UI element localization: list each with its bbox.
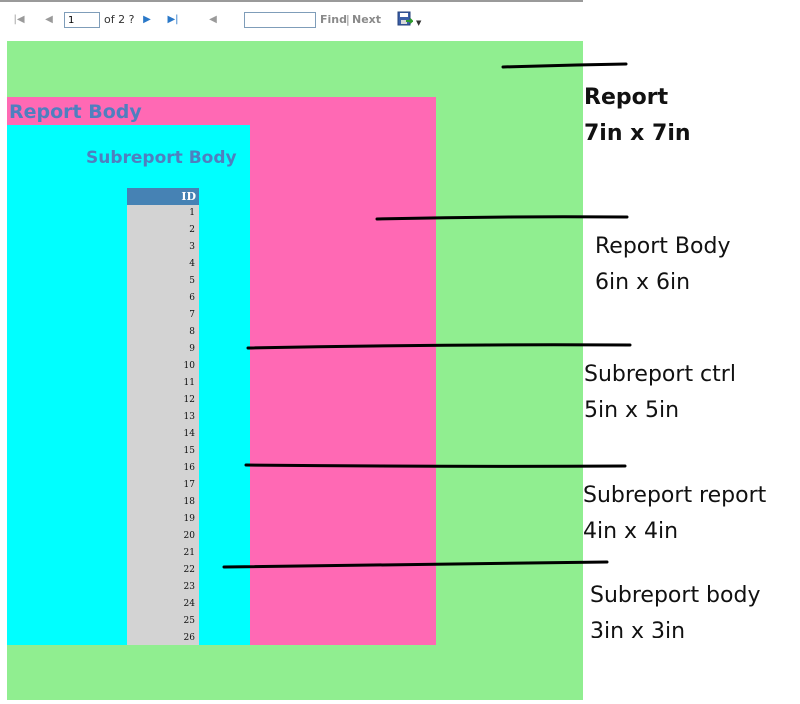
page-count-label: of 2 ? bbox=[104, 13, 135, 26]
table-row: 21 bbox=[183, 548, 195, 558]
table-row: 5 bbox=[189, 276, 195, 286]
last-page-icon[interactable]: ▶| bbox=[167, 14, 179, 25]
annotation-subreport-ctrl-size: 5in x 5in bbox=[584, 398, 680, 423]
table-row: 18 bbox=[183, 497, 195, 507]
annotation-subreport-body-size: 3in x 3in bbox=[590, 619, 686, 638]
table-row: 2 bbox=[189, 225, 195, 235]
annotation-subreport-body-title: Subreport body bbox=[590, 583, 761, 608]
table-row: 25 bbox=[183, 616, 195, 626]
annotation-subreport-ctrl-title: Subreport ctrl bbox=[584, 362, 736, 387]
annotation-subreport-report-title: Subreport report bbox=[583, 483, 767, 508]
table-row: 3 bbox=[189, 242, 195, 252]
table-row: 19 bbox=[183, 514, 195, 524]
table-row: 22 bbox=[183, 565, 195, 575]
table-row: 23 bbox=[183, 582, 195, 592]
table-row: 6 bbox=[189, 293, 195, 303]
table-row: 26 bbox=[183, 633, 195, 643]
find-link[interactable]: Find bbox=[320, 13, 347, 26]
table-row: 7 bbox=[189, 310, 195, 320]
table-row: 13 bbox=[183, 412, 195, 422]
annotation-subreport-report-size: 4in x 4in bbox=[583, 519, 679, 544]
annotation-subreport-body-group: Subreport body 3in x 3in bbox=[580, 570, 800, 638]
first-page-icon[interactable]: |◀ bbox=[13, 14, 25, 25]
table-row: 12 bbox=[183, 395, 195, 405]
table-row: 16 bbox=[183, 463, 195, 473]
table-row: 14 bbox=[183, 429, 195, 439]
find-separator: | bbox=[346, 13, 350, 26]
table-row: 4 bbox=[189, 259, 195, 269]
table-row: 1 bbox=[189, 208, 195, 218]
subreport-body-label: Subreport Body bbox=[86, 148, 237, 168]
previous-page-icon[interactable]: ◀ bbox=[45, 14, 53, 25]
back-icon[interactable]: ◀ bbox=[209, 14, 217, 25]
annotation-report-body-title: Report Body bbox=[595, 234, 731, 259]
table-row: 17 bbox=[183, 480, 195, 490]
page-number-input[interactable] bbox=[64, 12, 100, 28]
table-row: 8 bbox=[189, 327, 195, 337]
annotation-report-size: 7in x 7in bbox=[584, 121, 691, 146]
report-viewer-toolbar: |◀ ◀ of 2 ? ▶ ▶| ◀ Find | Next ▼ bbox=[0, 0, 583, 40]
table-row: 20 bbox=[183, 531, 195, 541]
annotation-report-title: Report bbox=[584, 85, 669, 110]
next-link[interactable]: Next bbox=[352, 13, 382, 26]
table-row: 11 bbox=[183, 378, 195, 388]
table-row: 9 bbox=[189, 344, 195, 354]
annotation-report-body-size: 6in x 6in bbox=[595, 270, 691, 295]
dropdown-arrow-icon[interactable]: ▼ bbox=[416, 19, 422, 27]
table-row: 15 bbox=[183, 446, 195, 456]
table-row: 24 bbox=[183, 599, 195, 609]
table-header-id: ID bbox=[127, 188, 199, 205]
next-page-icon[interactable]: ▶ bbox=[143, 14, 151, 25]
table-row: 10 bbox=[183, 361, 195, 371]
report-body-label: Report Body bbox=[9, 101, 142, 123]
export-icon[interactable] bbox=[397, 11, 415, 32]
find-text-input[interactable] bbox=[244, 12, 316, 28]
